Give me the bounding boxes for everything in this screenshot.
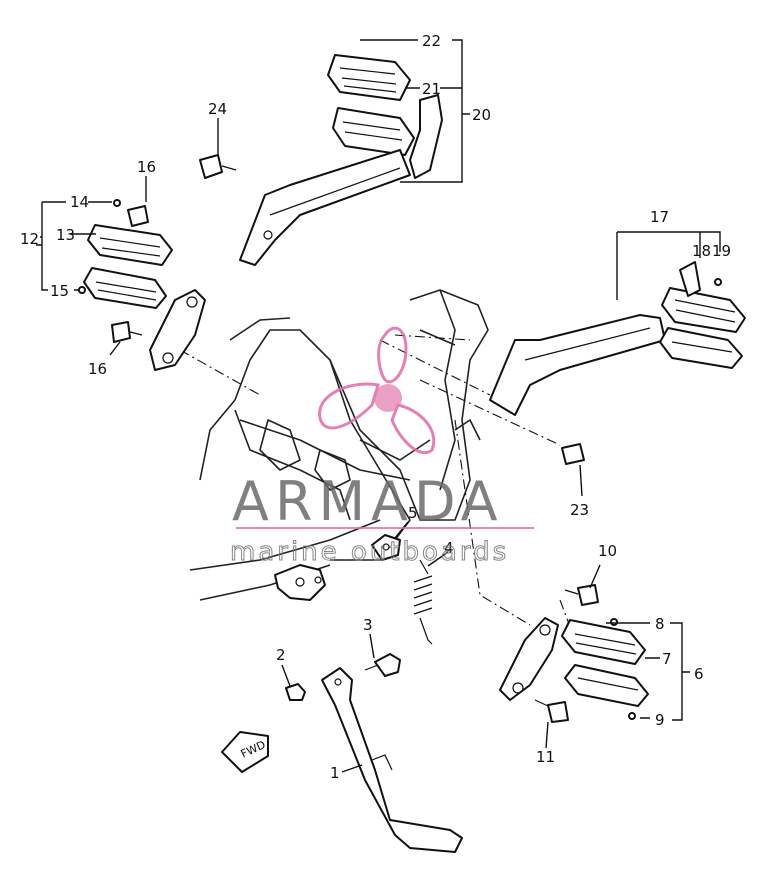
assembly-leader-lines xyxy=(179,334,576,641)
callout-8: 8 xyxy=(655,615,665,633)
callout-10: 10 xyxy=(598,542,617,560)
callout-11: 11 xyxy=(536,748,555,766)
passenger-footrest-left xyxy=(78,199,206,371)
callout-5: 5 xyxy=(408,504,418,522)
stand-nut xyxy=(285,683,306,701)
callout-12: 12 xyxy=(20,230,39,248)
callout-23: 23 xyxy=(570,501,589,519)
callout-24: 24 xyxy=(208,100,227,118)
callout-19: 19 xyxy=(712,242,731,260)
callout-22: 22 xyxy=(422,32,441,50)
callout-13: 13 xyxy=(56,226,75,244)
propeller-logo xyxy=(318,326,436,455)
armada-watermark: ARMADA marine outboards xyxy=(230,326,534,568)
callout-labels: 22 21 20 24 16 14 12 13 15 16 17 18 19 2… xyxy=(20,32,731,782)
callout-16-bottom: 16 xyxy=(88,360,107,378)
watermark-tagline: marine outboards xyxy=(230,537,509,567)
callout-21: 21 xyxy=(422,80,441,98)
callout-18: 18 xyxy=(692,242,711,260)
callout-6: 6 xyxy=(694,665,704,683)
side-stand xyxy=(321,667,463,853)
callout-3: 3 xyxy=(363,616,373,634)
spring-plate xyxy=(371,534,401,561)
callout-7: 7 xyxy=(662,650,672,668)
callout-4: 4 xyxy=(444,539,454,557)
callout-9: 9 xyxy=(655,711,665,729)
motorcycle-frame xyxy=(189,289,489,601)
callout-15: 15 xyxy=(50,282,69,300)
callout-16-top: 16 xyxy=(137,158,156,176)
callout-17: 17 xyxy=(650,208,669,226)
callout-20: 20 xyxy=(472,106,491,124)
rider-footrest-right xyxy=(499,584,649,723)
stand-bolt xyxy=(364,653,401,677)
passenger-footrest-right xyxy=(489,261,746,465)
callout-1: 1 xyxy=(330,764,340,782)
callout-leaders xyxy=(36,39,721,773)
watermark-brand: ARMADA xyxy=(232,470,504,533)
callout-14: 14 xyxy=(70,193,89,211)
fwd-arrow-badge: FWD xyxy=(221,731,269,773)
callout-2: 2 xyxy=(276,646,286,664)
rider-footrest-bracket-left xyxy=(199,54,443,266)
stand-spring xyxy=(413,559,433,645)
